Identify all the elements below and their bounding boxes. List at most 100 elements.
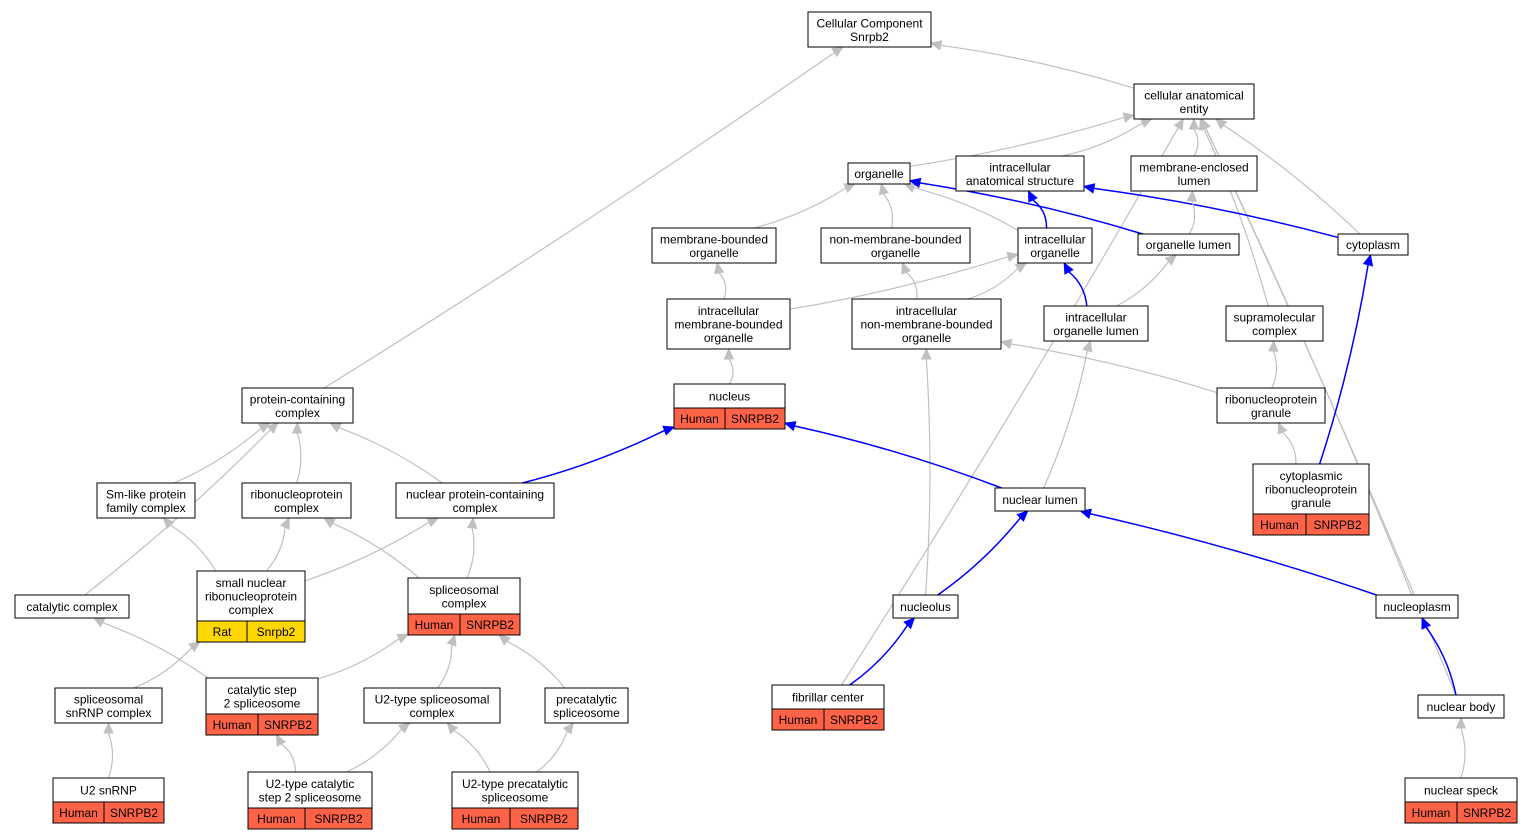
node-label-line: membrane-enclosed bbox=[1139, 160, 1248, 174]
edge-line bbox=[1116, 261, 1170, 307]
gene-label: SNRPB2 bbox=[830, 713, 878, 727]
edge-line bbox=[718, 272, 727, 300]
edge-protein-containing-complex-to-cellular-component bbox=[323, 46, 844, 389]
edge-small-nuclear-ribonucleoprotein-complex-to-nuclear-protein-containing-complex bbox=[304, 517, 440, 582]
edge-arrowhead bbox=[783, 421, 797, 432]
species-label: Human bbox=[680, 412, 719, 426]
node-label-line: U2-type precatalytic bbox=[462, 777, 568, 791]
edge-arrowhead bbox=[713, 261, 725, 275]
edge-u2-type-spliceosomal-complex-to-spliceosomal-complex bbox=[437, 633, 457, 689]
node-cytoplasm[interactable]: cytoplasm bbox=[1337, 233, 1409, 256]
node-label-line: membrane-bounded bbox=[674, 318, 782, 332]
edge-intracellular-membrane-bounded-organelle-to-membrane-bounded-organelle bbox=[713, 261, 727, 300]
gene-cell bbox=[823, 708, 885, 731]
node-organelle-lumen[interactable]: organelle lumen bbox=[1137, 233, 1240, 256]
node-label-line: ribonucleoprotein bbox=[1265, 483, 1357, 497]
gene-label: SNRPB2 bbox=[466, 618, 514, 632]
edge-line bbox=[1223, 124, 1361, 235]
node-nucleoplasm[interactable]: nucleoplasm bbox=[1375, 594, 1459, 619]
node-label-line: organelle bbox=[871, 246, 921, 260]
node-label-line: nuclear speck bbox=[1424, 784, 1499, 798]
node-organelle[interactable]: organelle bbox=[847, 162, 911, 185]
edges-layer bbox=[84, 40, 1467, 779]
edge-u2-type-catalytic-step-2-spliceosome-to-u2-type-spliceosomal-complex bbox=[346, 722, 411, 773]
edge-arrowhead bbox=[1006, 251, 1020, 262]
edge-line bbox=[317, 638, 400, 680]
node-label-line: supramolecular bbox=[1233, 310, 1315, 324]
node-nuclear-lumen[interactable]: nuclear lumen bbox=[994, 487, 1086, 512]
node-intracellular-non-membrane-bounded-organelle[interactable]: intracellularnon-membrane-boundedorganel… bbox=[851, 298, 1002, 350]
node-box bbox=[363, 687, 501, 724]
edge-arrowhead bbox=[257, 422, 271, 434]
edge-spliceosomal-snrnp-complex-to-small-nuclear-ribonucleoprotein-complex bbox=[133, 641, 201, 689]
edge-arrowhead bbox=[1173, 117, 1185, 131]
edge-line bbox=[913, 187, 1019, 231]
edge-nuclear-lumen-to-intracellular-organelle-lumen bbox=[1043, 339, 1093, 489]
node-label-line: spliceosomal bbox=[74, 692, 143, 706]
node-label-line: complex bbox=[410, 706, 455, 720]
edge-line bbox=[1043, 350, 1088, 489]
edge-line bbox=[883, 193, 894, 229]
node-small-nuclear-ribonucleoprotein-complex[interactable]: small nuclearribonucleoproteincomplexRat… bbox=[196, 570, 306, 643]
node-box bbox=[651, 227, 777, 264]
edge-arrowhead bbox=[929, 40, 943, 51]
edge-line bbox=[506, 640, 566, 689]
node-box bbox=[994, 487, 1086, 512]
edge-fibrillar-center-to-cellular-anatomical-entity bbox=[841, 117, 1185, 686]
edge-cytoplasm-to-intracellular-anatomical-structure bbox=[1082, 183, 1339, 239]
species-label: Human bbox=[415, 618, 454, 632]
edge-nuclear-protein-containing-complex-to-nucleus bbox=[522, 425, 676, 484]
node-catalytic-complex[interactable]: catalytic complex bbox=[14, 594, 130, 619]
gene-label: Snrpb2 bbox=[257, 625, 296, 639]
edge-line bbox=[338, 427, 443, 484]
edge-ribonucleoprotein-granule-to-supramolecular-complex bbox=[1268, 339, 1279, 389]
edge-arrowhead bbox=[103, 721, 114, 734]
edge-arrowhead bbox=[1139, 118, 1153, 128]
node-nuclear-body[interactable]: nuclear body bbox=[1417, 694, 1505, 719]
node-cytoplasmic-ribonucleoprotein-granule[interactable]: cytoplasmicribonucleoproteingranuleHuman… bbox=[1252, 463, 1370, 536]
edge-line bbox=[924, 358, 931, 596]
edge-spliceosomal-complex-to-ribonucleoprotein-complex bbox=[323, 517, 420, 579]
edge-membrane-bounded-organelle-to-organelle bbox=[753, 183, 857, 229]
edge-nuclear-body-to-nucleoplasm bbox=[1421, 616, 1457, 696]
node-nucleolus[interactable]: nucleolus bbox=[892, 594, 959, 619]
node-box bbox=[544, 687, 629, 724]
node-label-line: Sm-like protein bbox=[106, 487, 186, 501]
edge-line bbox=[1271, 350, 1278, 389]
node-box bbox=[955, 155, 1085, 192]
node-label-line: cytoplasmic bbox=[1280, 469, 1343, 483]
edge-arrowhead bbox=[280, 516, 290, 530]
edge-arrowhead bbox=[329, 422, 342, 433]
node-label-line: non-membrane-bounded bbox=[860, 318, 992, 332]
edge-arrowhead bbox=[1186, 189, 1198, 202]
species-label: Human bbox=[213, 718, 252, 732]
node-label-line: fibrillar center bbox=[792, 691, 864, 705]
edge-line bbox=[265, 527, 286, 572]
